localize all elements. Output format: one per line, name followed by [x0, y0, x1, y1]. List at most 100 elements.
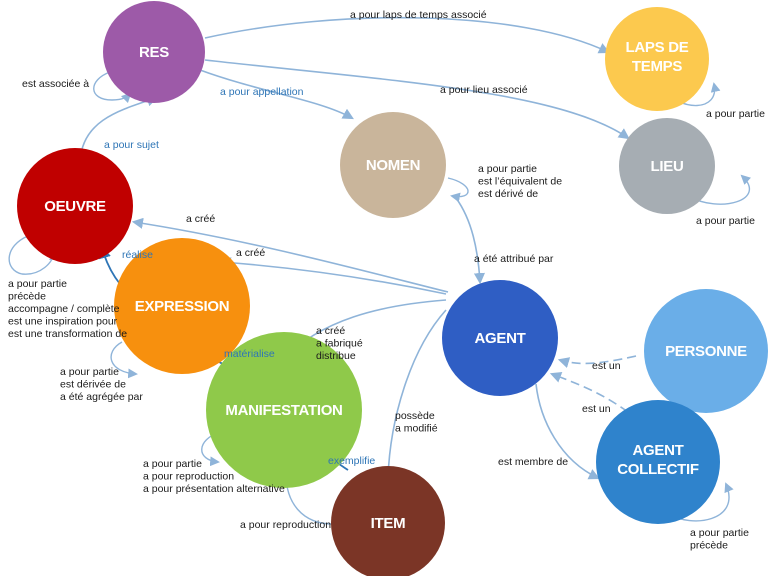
label-lieu-self: a pour partie: [696, 215, 755, 227]
edge-personne-agent: [557, 355, 637, 368]
nodes: RES LAPS DE TEMPS NOMEN LIEU OEUVRE EXPRE…: [17, 1, 768, 576]
node-res: RES: [103, 1, 205, 103]
node-nomen: NOMEN: [340, 112, 446, 218]
node-expression: EXPRESSION: [114, 238, 250, 374]
edge-label-line: précède: [690, 540, 728, 552]
edge-label-line: a pour présentation alternative: [143, 483, 285, 495]
node-label-line: LAPS DE: [626, 39, 689, 56]
loop-expression: [110, 341, 138, 379]
node-label-line: EXPRESSION: [135, 298, 230, 315]
node-label-line: AGENT: [632, 442, 683, 459]
node-laps-de-temps: LAPS DE TEMPS: [605, 7, 709, 111]
edge-label-line: a pour partie: [478, 163, 537, 175]
loop-nomen: [447, 177, 469, 203]
loop-res: [93, 71, 132, 104]
label-personne-agent: est un: [592, 360, 621, 372]
label-expression-oeuvre: réalise: [122, 249, 153, 261]
edge-label-line: a pour lieu associé: [440, 84, 528, 96]
label-laps-self: a pour partie: [706, 108, 765, 120]
edge-label-line: a pour sujet: [104, 139, 159, 151]
loop-oeuvre: [8, 235, 59, 275]
edge-label-line: a créé: [236, 247, 265, 259]
label-oeuvre-res: a pour sujet: [104, 139, 159, 151]
edge-label-line: accompagne / complète: [8, 303, 120, 315]
edge-label-line: a été attribué par: [474, 253, 554, 265]
edge-label-line: a modifié: [395, 423, 438, 435]
edge-label-line: a pour partie: [706, 108, 765, 120]
label-agent-collectif: est membre de: [498, 456, 568, 468]
node-label-oeuvre: OEUVRE: [44, 198, 106, 215]
node-agent-collectif: AGENT COLLECTIF: [596, 400, 720, 524]
edge-label-line: a pour laps de temps associé: [350, 9, 487, 21]
label-manifestation-expression: matérialise: [224, 348, 275, 360]
node-label-line: ITEM: [371, 515, 406, 532]
node-item: ITEM: [331, 466, 445, 576]
edge-label-line: a pour partie: [696, 215, 755, 227]
node-manifestation: MANIFESTATION: [206, 332, 362, 488]
node-label-line: RES: [139, 44, 169, 61]
node-label-expression: EXPRESSION: [135, 298, 230, 315]
node-label-nomen: NOMEN: [366, 157, 420, 174]
label-item-self: a pour reproduction: [240, 519, 331, 531]
node-label-laps: LAPS DE TEMPS: [626, 39, 689, 75]
edge-collectif-agent: [549, 371, 629, 413]
label-res-self: est associée à: [22, 78, 89, 90]
label-res-lieu: a pour lieu associé: [440, 84, 528, 96]
node-label-line: PERSONNE: [665, 343, 747, 360]
node-label-res: RES: [139, 44, 169, 61]
edge-label-line: est un: [582, 403, 611, 415]
node-label-line: AGENT: [474, 330, 525, 347]
node-label-line: OEUVRE: [44, 198, 106, 215]
label-nomen-agent: a été attribué par: [474, 253, 554, 265]
edge-agent-item: [382, 309, 447, 481]
edge-res-nomen: [199, 69, 354, 120]
node-label-personne: PERSONNE: [665, 343, 747, 360]
label-res-laps: a pour laps de temps associé: [350, 9, 487, 21]
edge-label-line: a pour partie: [690, 527, 749, 539]
edge-agent-oeuvre: [131, 217, 449, 293]
node-agent: AGENT: [442, 280, 558, 396]
edge-label-line: a pour partie: [60, 366, 119, 378]
edge-label-line: a pour partie: [8, 278, 67, 290]
node-label-agent: AGENT: [474, 330, 525, 347]
edge-nomen-agent: [455, 197, 486, 285]
edge-label-line: a pour reproduction: [143, 471, 234, 483]
node-label-line: TEMPS: [632, 58, 682, 75]
edge-label-line: est dérivée de: [60, 379, 126, 391]
node-label-item: ITEM: [371, 515, 406, 532]
node-label-manifestation: MANIFESTATION: [225, 402, 342, 419]
node-label-line: NOMEN: [366, 157, 420, 174]
edge-label-line: a pour partie: [143, 458, 202, 470]
label-res-nomen: a pour appellation: [220, 86, 304, 98]
edge-agent-expression: [219, 257, 447, 295]
label-collectif-agent: est un: [582, 403, 611, 415]
edge-label-line: est une inspiration pour: [8, 316, 118, 328]
edge-label-line: précède: [8, 291, 46, 303]
edge-label-line: est associée à: [22, 78, 89, 90]
edge-res-lieu: [204, 59, 630, 140]
edge-label-line: est un: [592, 360, 621, 372]
edge-label-line: matérialise: [224, 348, 275, 360]
edge-label-line: possède: [395, 410, 435, 422]
edge-agent-collectif: [535, 383, 601, 480]
node-label-line: COLLECTIF: [617, 461, 699, 478]
label-item-manifestation: exemplifie: [328, 455, 375, 467]
node-label-line: LIEU: [651, 158, 684, 175]
edge-label-line: a pour reproduction: [240, 519, 331, 531]
node-label-lieu: LIEU: [651, 158, 684, 175]
edge-label-line: est une transformation de: [8, 328, 127, 340]
node-lieu: LIEU: [619, 118, 715, 214]
edge-label-line: a créé: [316, 325, 345, 337]
edge-label-line: a créé: [186, 213, 215, 225]
edge-res-laps: [204, 16, 611, 54]
edge-label-line: exemplifie: [328, 455, 375, 467]
edge-labels: a pour laps de temps associé est associé…: [8, 9, 765, 552]
